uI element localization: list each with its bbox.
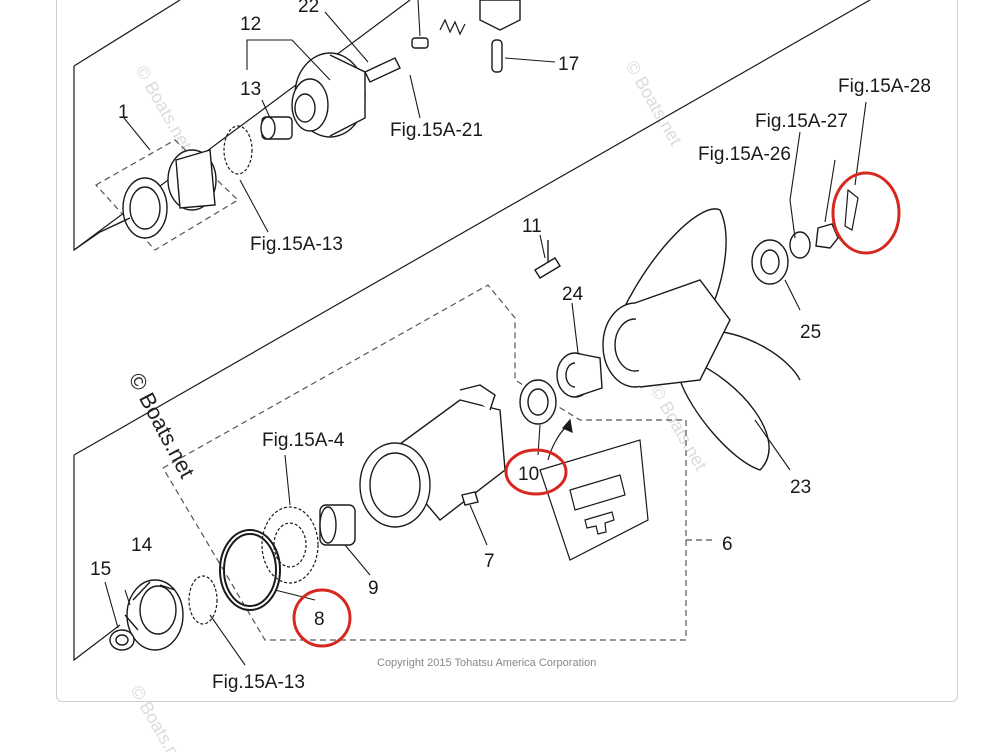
label-13: 13 bbox=[240, 79, 261, 100]
label-24: 24 bbox=[562, 284, 584, 305]
label-fig4: Fig.15A-4 bbox=[262, 430, 345, 451]
label-10: 10 bbox=[518, 464, 539, 485]
watermark-4: © Boats.net bbox=[127, 682, 191, 752]
part-23-propeller bbox=[602, 208, 801, 471]
part-spring bbox=[439, 18, 466, 36]
leader-lines-lower bbox=[104, 101, 867, 666]
part-22-pin bbox=[364, 57, 401, 83]
part-top-clutch bbox=[479, 0, 521, 31]
label-1: 1 bbox=[118, 102, 129, 123]
part-9-needle-bearing bbox=[319, 504, 356, 546]
highlight-part-8 bbox=[292, 588, 352, 648]
part-8-o-ring bbox=[219, 529, 281, 611]
part-15-washer bbox=[109, 629, 135, 651]
label-23: 23 bbox=[790, 477, 811, 498]
highlight-circles bbox=[292, 171, 901, 648]
label-8: 8 bbox=[314, 609, 325, 630]
part-fig28-cotter-pin bbox=[844, 188, 859, 231]
watermark-main: © Boats.net bbox=[124, 369, 200, 483]
part-14-reverse-gear bbox=[124, 579, 184, 651]
part-fig13-shim-bottom bbox=[188, 575, 218, 625]
label-fig21: Fig.15A-21 bbox=[390, 120, 483, 141]
part-fig26-washer bbox=[789, 231, 811, 259]
label-14: 14 bbox=[131, 535, 153, 556]
part-13-needle-bearing bbox=[260, 116, 293, 140]
part-11-bolt bbox=[534, 240, 561, 279]
label-fig28: Fig.15A-28 bbox=[838, 76, 931, 97]
part-fig27-nut bbox=[815, 223, 839, 249]
part-fig13-shim-top bbox=[223, 125, 253, 175]
part-fig4-bearing bbox=[261, 506, 319, 584]
part-24-thrust-holder bbox=[556, 352, 603, 398]
part-labels: 12 22 13 1 17 Fig.15A-21 Fig.15A-13 Fig.… bbox=[90, 0, 931, 693]
label-7: 7 bbox=[484, 551, 495, 572]
label-fig13-top: Fig.15A-13 bbox=[250, 234, 343, 255]
label-25: 25 bbox=[800, 322, 821, 343]
diagram-frame bbox=[56, 0, 958, 702]
part-7-propeller-shaft-housing bbox=[359, 384, 506, 528]
part-25-spacer bbox=[751, 239, 789, 285]
label-fig27: Fig.15A-27 bbox=[755, 111, 848, 132]
part-10-oil-seal bbox=[519, 379, 557, 425]
label-fig13-bottom: Fig.15A-13 bbox=[212, 672, 305, 693]
part-17-pin bbox=[491, 39, 503, 73]
copyright-text: Copyright 2015 Tohatsu America Corporati… bbox=[377, 657, 596, 669]
label-22: 22 bbox=[298, 0, 319, 17]
part-1-bearing-gear bbox=[99, 149, 217, 239]
part-12-gear bbox=[291, 52, 366, 138]
watermark-2: © Boats.net bbox=[622, 57, 686, 149]
part-small-pin bbox=[411, 37, 429, 49]
label-17: 17 bbox=[558, 54, 579, 75]
boundary-lines bbox=[73, 0, 871, 662]
label-15: 15 bbox=[90, 559, 111, 580]
label-6: 6 bbox=[722, 534, 733, 555]
highlight-fig28 bbox=[831, 171, 901, 255]
label-fig26: Fig.15A-26 bbox=[698, 144, 791, 165]
label-11: 11 bbox=[522, 216, 542, 237]
label-9: 9 bbox=[368, 578, 379, 599]
leader-lines-top bbox=[123, 0, 556, 233]
label-12: 12 bbox=[240, 14, 261, 35]
highlight-part-10 bbox=[504, 448, 568, 496]
